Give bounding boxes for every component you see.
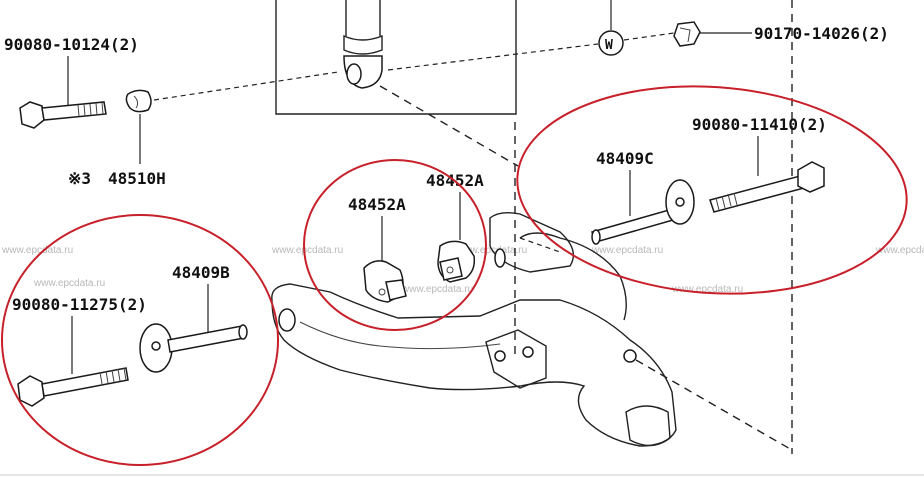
cam-48409c-shank: [590, 207, 682, 243]
cam-48409b-shank: [167, 325, 245, 353]
watermark: www.epcdata.ru: [455, 245, 527, 256]
arm-rear-eye: [494, 248, 506, 268]
cam-plate-right-hole: [446, 266, 454, 274]
label-90080-11410: 90080-11410(2): [692, 115, 827, 134]
cam-plate-left-boss: [385, 279, 407, 301]
cam-plate-left-hole: [378, 288, 386, 296]
cam-plate-right-nut: [439, 257, 463, 281]
label-48409c: 48409C: [596, 149, 654, 168]
bolt-11410-shank: [709, 175, 805, 213]
cam-48409c-hole: [675, 197, 685, 207]
cam-48409c-tip: [591, 229, 601, 245]
label-90170-14026: 90170-14026(2): [754, 24, 889, 43]
highlight-circle-left: [1, 214, 279, 466]
lower-arm: [271, 211, 677, 447]
ref-dash-diagonal: [379, 85, 519, 167]
bolt-11275-shank: [41, 367, 129, 397]
arm-rear-branch: [519, 232, 627, 321]
reference-lines: [379, 0, 793, 454]
watermark: www.epcdata.ru: [875, 245, 924, 256]
watermark: www.epcdata.ru: [671, 284, 743, 295]
arm-front-eye: [278, 308, 296, 332]
watermark: www.epcdata.ru: [591, 245, 663, 256]
watermark-layer: www.epcdata.ru www.epcdata.ru www.epcdat…: [1, 245, 924, 295]
shock-eye-bushing: [346, 63, 362, 85]
label-48409b: 48409B: [172, 263, 230, 282]
watermark: www.epcdata.ru: [401, 284, 473, 295]
bushing-detail: [133, 95, 139, 109]
arm-ball-joint: [623, 349, 637, 363]
bracket-hole-1: [494, 350, 506, 362]
nut-90170: [673, 21, 701, 47]
bolt-11275-thread: [99, 367, 127, 385]
right-cam-group: 48409C 90080-11410(2): [590, 115, 827, 245]
label-48452a-left: 48452A: [348, 195, 406, 214]
lower-arm-body: [271, 283, 677, 447]
bolt-11410-thread: [715, 192, 738, 211]
label-90080-10124: 90080-10124(2): [4, 35, 139, 54]
shock-collar: [343, 34, 383, 55]
left-cam-group: 48409B 90080-11275(2): [12, 263, 248, 407]
shock-frame-box: [275, 0, 517, 115]
upper-right-fasteners: W 90170-14026(2): [387, 0, 889, 71]
bolt-11410-head: [797, 161, 825, 193]
bushing-48510h: [125, 89, 152, 113]
lower-arm-rib: [299, 321, 501, 350]
nut-detail: [679, 27, 691, 43]
shock-body: [345, 0, 381, 36]
shock-bolt-axis: [387, 32, 675, 71]
middle-cam-plates: 48452A 48452A: [348, 171, 484, 303]
highlight-circle-middle: [303, 159, 487, 331]
watermark: www.epcdata.ru: [33, 278, 105, 289]
cam-48409b-tip: [238, 324, 248, 340]
ref-dash-short: [519, 237, 561, 253]
bracket-hole-2: [522, 346, 534, 358]
label-48510h: 48510H: [108, 169, 166, 188]
bolt-10124-thread: [77, 102, 104, 117]
cam-48409b-hole: [151, 341, 161, 351]
bolt-11275-head: [17, 375, 45, 407]
washer-w-label: W: [605, 38, 613, 53]
ref-dash-diagonal-lower: [635, 359, 793, 451]
watermark: www.epcdata.ru: [1, 245, 73, 256]
label-90080-11275: 90080-11275(2): [12, 295, 147, 314]
washer-w: [598, 30, 624, 56]
upper-left-fasteners: 90080-10124(2) ※3 48510H: [4, 35, 339, 188]
bolt-10124-head: [19, 101, 45, 129]
label-note-mark: ※3: [68, 169, 91, 188]
bushing-axis: [153, 71, 339, 101]
shock-absorber-group: [275, 0, 517, 115]
arm-bracket: [485, 329, 547, 389]
arm-lower-boss: [625, 405, 671, 447]
highlight-circles: [1, 85, 908, 466]
watermark: www.epcdata.ru: [271, 245, 343, 256]
highlight-circle-right: [516, 85, 908, 295]
